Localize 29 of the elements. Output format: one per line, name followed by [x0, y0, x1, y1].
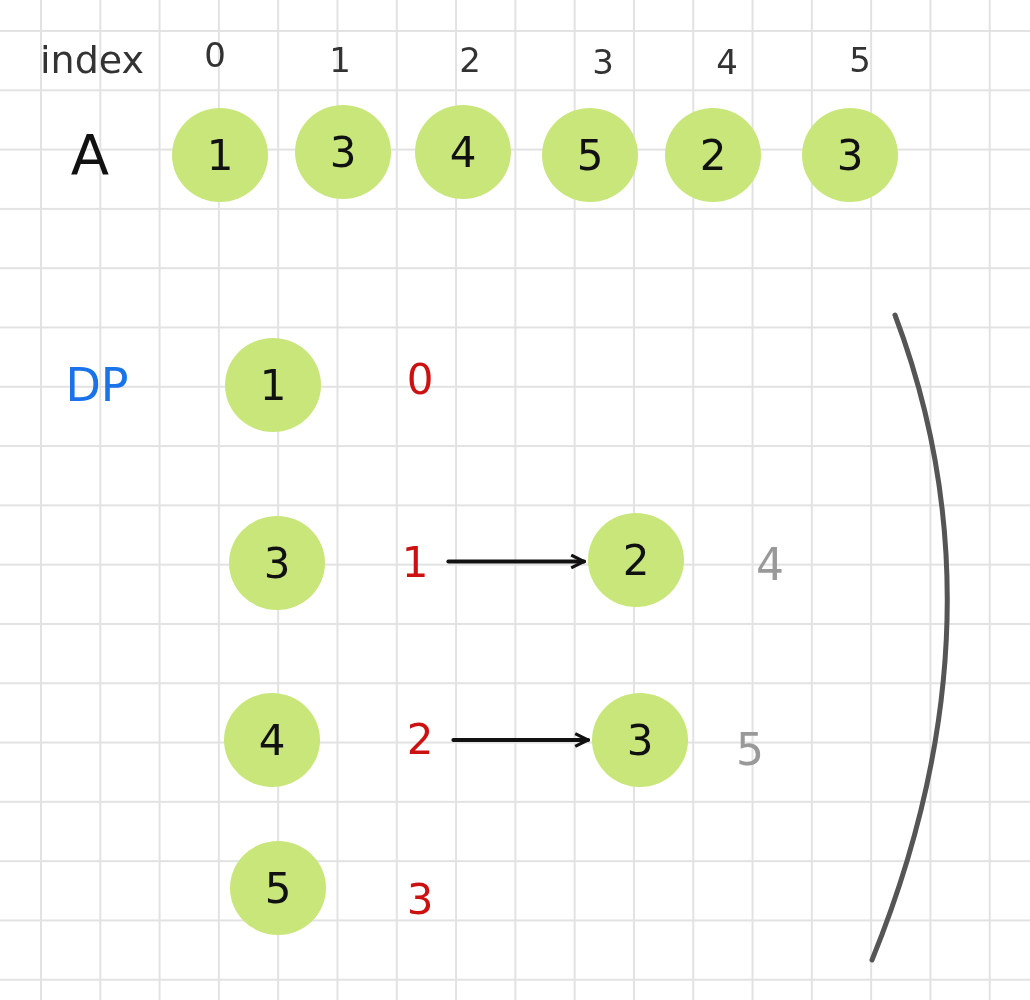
value-circle: 3 — [229, 516, 325, 610]
value-text: 1 — [329, 43, 351, 77]
value-circle: 3 — [802, 108, 898, 202]
value-circle: 4 — [224, 693, 320, 787]
value-text: 3 — [406, 879, 434, 921]
value-circle: 2 — [665, 108, 761, 202]
value-circle: 2 — [588, 513, 684, 607]
value-circle: 1 — [172, 108, 268, 202]
value-text: 3 — [592, 45, 614, 79]
arrow — [446, 553, 586, 570]
value-circle: 1 — [225, 338, 321, 432]
value-text: 0 — [406, 359, 434, 401]
value-text: 5 — [849, 43, 871, 77]
value-text: 5 — [736, 728, 764, 772]
value-text: 2 — [459, 43, 481, 77]
value-circle: 3 — [295, 105, 391, 199]
value-text: 1 — [401, 542, 429, 584]
value-text: 0 — [204, 38, 226, 72]
value-circle: 5 — [230, 841, 326, 935]
value-circle: 5 — [542, 108, 638, 202]
value-circle: 3 — [592, 693, 688, 787]
value-text: 4 — [756, 543, 784, 587]
array-name: A — [70, 127, 110, 183]
arrow — [451, 732, 590, 748]
array-name: DP — [65, 362, 129, 408]
value-text: 2 — [406, 719, 434, 761]
value-text: 4 — [716, 45, 738, 79]
value-circle: 4 — [415, 105, 511, 199]
row-label: index — [40, 41, 144, 79]
